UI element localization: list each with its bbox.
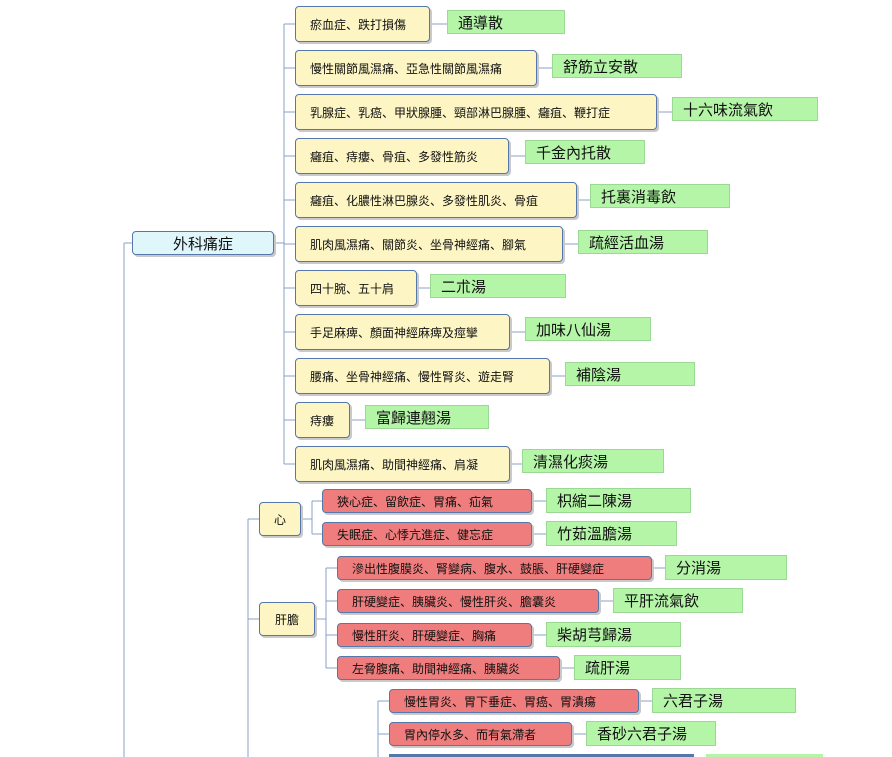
root-node-surgical-pain[interactable]: 外科痛症 [132, 231, 274, 255]
category-liver-gallbladder[interactable]: 肝膽 [259, 602, 315, 636]
surgery-item-condition[interactable]: 癰疽、痔瘻、骨疽、多發性筋炎 [295, 138, 509, 174]
stomach-item-condition[interactable]: 慢性胃炎、胃下垂症、胃癌、胃潰瘍 [389, 689, 639, 713]
liver-item-condition[interactable]: 左脅腹痛、助間神經痛、胰臟炎 [337, 656, 560, 680]
surgery-item-formula[interactable]: 疏經活血湯 [578, 230, 708, 254]
surgery-item-condition[interactable]: 腰痛、坐骨神經痛、慢性腎炎、遊走腎 [295, 358, 550, 394]
liver-item-formula[interactable]: 分消湯 [665, 555, 787, 580]
surgery-item-condition[interactable]: 乳腺症、乳癌、甲狀腺腫、頸部淋巴腺腫、癰疽、鞭打症 [295, 94, 657, 130]
liver-item-condition[interactable]: 滲出性腹膜炎、腎變病、腹水、鼓脹、肝硬變症 [337, 556, 652, 580]
heart-item-condition[interactable]: 失眠症、心悸亢進症、健忘症 [322, 522, 532, 546]
offscreen-formula-edge [706, 754, 823, 757]
heart-item-condition[interactable]: 狹心症、留飲症、胃痛、疝氣 [322, 489, 532, 513]
surgery-item-condition[interactable]: 手足麻痺、顏面神經麻痺及痙攣 [295, 314, 510, 350]
surgery-item-formula[interactable]: 舒筋立安散 [552, 54, 682, 78]
surgery-item-formula[interactable]: 十六味流氣飲 [672, 97, 818, 121]
stomach-item-formula[interactable]: 六君子湯 [652, 688, 796, 713]
surgery-item-formula[interactable]: 通導散 [447, 10, 565, 34]
stomach-item-formula[interactable]: 香砂六君子湯 [586, 721, 716, 746]
surgery-item-condition[interactable]: 痔瘻 [295, 402, 350, 438]
surgery-item-formula[interactable]: 加味八仙湯 [525, 317, 651, 341]
surgery-item-condition[interactable]: 瘀血症、跌打損傷 [295, 6, 430, 42]
surgery-item-formula[interactable]: 二朮湯 [430, 274, 566, 298]
surgery-item-formula[interactable]: 富歸連翹湯 [365, 405, 489, 429]
stomach-item-condition[interactable]: 胃內停水多、而有氣滯者 [389, 722, 572, 746]
surgery-item-condition[interactable]: 慢性關節風濕痛、亞急性關節風濕痛 [295, 50, 537, 86]
surgery-item-condition[interactable]: 肌肉風濕痛、關節炎、坐骨神經痛、腳氣 [295, 226, 563, 262]
offscreen-condition-edge [389, 754, 694, 757]
liver-item-condition[interactable]: 慢性肝炎、肝硬變症、胸痛 [337, 623, 532, 647]
heart-item-formula[interactable]: 枳縮二陳湯 [546, 488, 691, 513]
surgery-item-condition[interactable]: 癰疽、化膿性淋巴腺炎、多發性肌炎、骨疽 [295, 182, 577, 218]
heart-item-formula[interactable]: 竹茹溫膽湯 [546, 521, 677, 546]
surgery-item-formula[interactable]: 補陰湯 [565, 362, 695, 386]
surgery-item-condition[interactable]: 四十腕、五十肩 [295, 270, 417, 306]
surgery-item-formula[interactable]: 托裏消毒飲 [590, 184, 730, 208]
liver-item-formula[interactable]: 疏肝湯 [574, 655, 681, 680]
liver-item-condition[interactable]: 肝硬變症、胰臟炎、慢性肝炎、膽囊炎 [337, 589, 599, 613]
surgery-item-condition[interactable]: 肌肉風濕痛、助間神經痛、肩凝 [295, 446, 510, 482]
liver-item-formula[interactable]: 柴胡芎歸湯 [546, 622, 681, 647]
category-heart[interactable]: 心 [259, 502, 301, 536]
liver-item-formula[interactable]: 平肝流氣飲 [613, 588, 743, 613]
surgery-item-formula[interactable]: 清濕化痰湯 [522, 449, 664, 473]
surgery-item-formula[interactable]: 千金內托散 [525, 140, 645, 164]
